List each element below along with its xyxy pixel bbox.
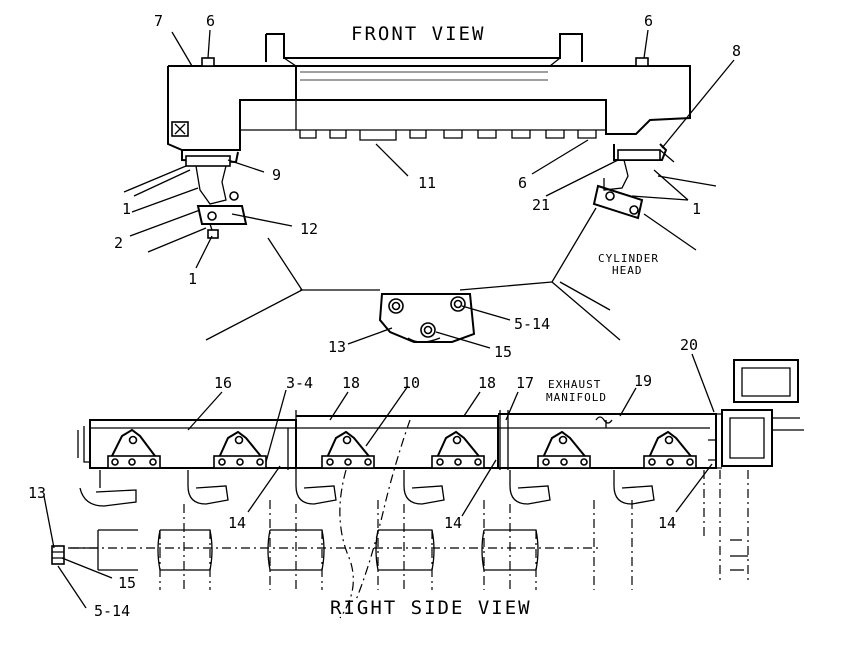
callout-1-right: 1 (692, 200, 701, 218)
cylinder-head-note-line1: CYLINDER (598, 252, 659, 265)
callout-7: 7 (154, 12, 163, 30)
callout-18-left: 18 (342, 374, 360, 392)
callout-3-4: 3-4 (286, 374, 313, 392)
callout-20: 20 (680, 336, 698, 354)
callout-14-left: 14 (228, 514, 246, 532)
callout-14-right: 14 (658, 514, 676, 532)
flange-detail (300, 281, 553, 343)
callout-15-side: 15 (118, 574, 136, 592)
callout-8: 8 (732, 42, 741, 60)
callout-12: 12 (300, 220, 318, 238)
callout-5-14-side: 5-14 (94, 602, 130, 620)
callout-1-bottom: 1 (188, 270, 197, 288)
callout-6-top-left: 6 (206, 12, 215, 30)
callout-18-right: 18 (478, 374, 496, 392)
callout-19: 19 (634, 372, 652, 390)
view-titles: FRONT VIEW RIGHT SIDE VIEW (330, 23, 532, 619)
cylinder-head-note-line2: HEAD (612, 264, 643, 277)
front-view-title: FRONT VIEW (351, 23, 485, 45)
leader-lines (43, 29, 735, 609)
callout-14-middle: 14 (444, 514, 462, 532)
callout-2: 2 (114, 234, 123, 252)
part-notes: CYLINDER HEAD EXHAUST MANIFOLD (546, 252, 659, 404)
callout-5-14-flange: 5-14 (514, 315, 550, 333)
callout-9: 9 (272, 166, 281, 184)
callout-11: 11 (418, 174, 436, 192)
exhaust-manifold-note-line1: EXHAUST (548, 378, 601, 391)
callout-15-flange: 15 (494, 343, 512, 361)
callout-1-left: 1 (122, 200, 131, 218)
callout-17: 17 (516, 374, 534, 392)
callout-6-top-right: 6 (644, 12, 653, 30)
callout-10: 10 (402, 374, 420, 392)
callout-numbers: 7 6 6 8 9 11 6 21 1 1 2 12 1 13 5-14 15 … (28, 12, 741, 620)
callout-13-side: 13 (28, 484, 46, 502)
callout-16: 16 (214, 374, 232, 392)
right-side-view-title: RIGHT SIDE VIEW (330, 597, 532, 619)
exhaust-manifold-note-line2: MANIFOLD (546, 391, 607, 404)
callout-6-middle: 6 (518, 174, 527, 192)
right-side-view (51, 359, 804, 619)
callout-13-flange: 13 (328, 338, 346, 356)
callout-21: 21 (532, 196, 550, 214)
front-view (123, 33, 717, 341)
